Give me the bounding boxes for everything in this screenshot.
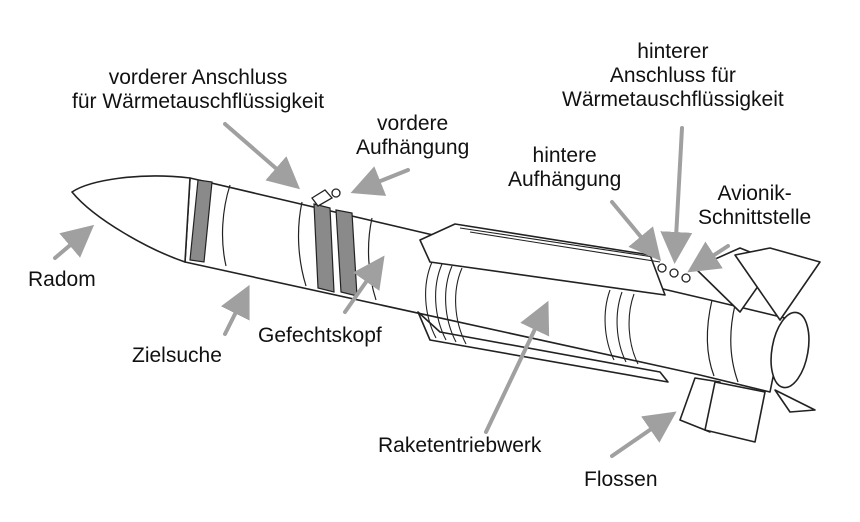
rear-cap (770, 311, 810, 389)
label-hintere-aufhaengung: hintere Aufhängung (508, 144, 622, 191)
arrow-vorderer-anschluss (223, 122, 301, 190)
seeker-band (189, 179, 213, 263)
radome-shape (71, 175, 191, 263)
arrow-avionik (687, 241, 730, 273)
label-vorderer-anschluss: vorderer Anschluss für Wärmetauschflüssi… (72, 66, 325, 113)
fin-top-2 (734, 247, 821, 321)
arrow-zielsuche (220, 284, 250, 336)
arrow-radom (53, 224, 95, 260)
label-gefechtskopf: Gefechtskopf (258, 324, 382, 347)
arrow-hinterer-anschluss (660, 126, 693, 264)
missile-body (184, 177, 786, 393)
warhead-ring-1 (297, 201, 307, 287)
label-vordere-aufhaengung: vordere Aufhängung (356, 112, 470, 159)
engine-cover-top (419, 223, 666, 296)
seeker-ring (221, 184, 231, 267)
label-zielsuche: Zielsuche (132, 344, 222, 367)
arrow-raketentriebwerk (484, 300, 550, 434)
front-lug (311, 189, 334, 207)
fin-tail (774, 389, 816, 413)
fin-bottom-2 (704, 381, 766, 443)
rear-lug (657, 263, 667, 273)
arrow-hintere-aufhaengung (610, 200, 662, 262)
front-connector (331, 188, 341, 198)
rear-connector-2 (681, 273, 691, 283)
label-avionik: Avionik- Schnittstelle (698, 182, 812, 229)
label-raketentriebwerk: Raketentriebwerk (378, 434, 542, 457)
engine-cover-bottom (417, 311, 669, 383)
arrow-flossen (610, 411, 677, 458)
arrow-gefechtskopf (343, 255, 385, 314)
rear-connector-1 (669, 268, 679, 278)
arrow-vordere-aufhaengung (350, 166, 410, 196)
label-flossen: Flossen (584, 468, 658, 491)
label-radom: Radom (28, 268, 96, 291)
label-hinterer-anschluss: hinterer Anschluss für Wärmetauschflüssi… (562, 40, 784, 111)
warhead-band-1 (313, 203, 335, 293)
mid-ring (706, 299, 715, 377)
aft-ring (730, 304, 739, 383)
